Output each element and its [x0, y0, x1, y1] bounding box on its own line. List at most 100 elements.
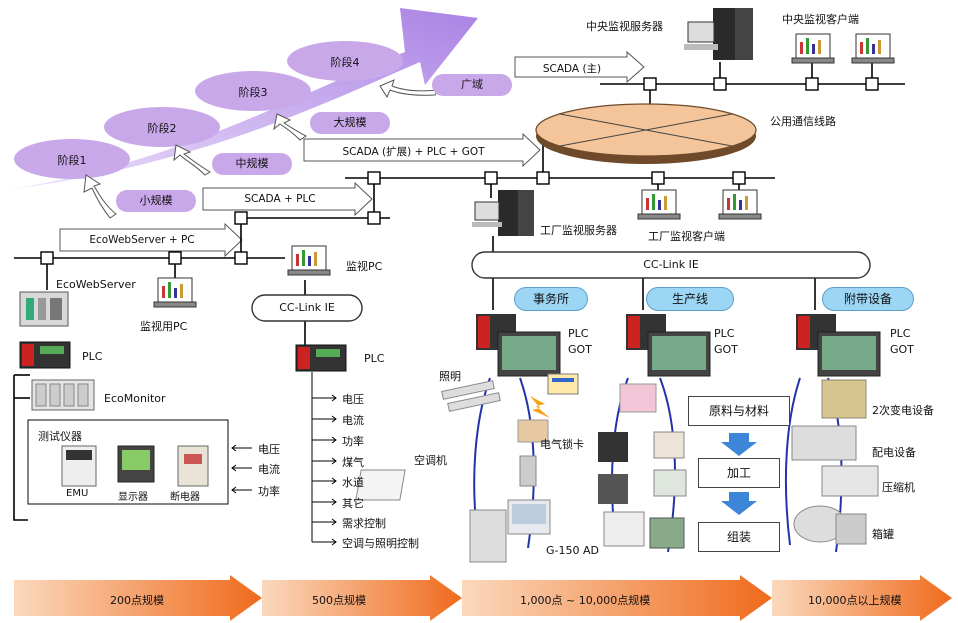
middle-input-3: 煤气	[342, 456, 364, 469]
g150-controller-icon	[469, 499, 551, 563]
proto-arrow-scada-ext	[303, 132, 541, 168]
lock-device-icon	[517, 419, 549, 487]
factory-client-label: 工厂监视客户端	[648, 230, 725, 243]
plc-got-aux	[796, 314, 881, 377]
tag-aux-equipment: 附带设备	[822, 287, 914, 311]
cclink-middle-label: CC-Link IE	[279, 301, 335, 314]
office-got-label: GOT	[568, 343, 592, 356]
middle-input-2: 功率	[342, 435, 364, 448]
aux-plc-label: PLC	[890, 327, 911, 340]
display-label: 显示器	[118, 492, 148, 503]
laptop-factory-1	[637, 189, 681, 220]
plc-got-office	[476, 314, 561, 377]
lighting-icon	[441, 380, 501, 412]
middle-input-5: 其它	[342, 497, 364, 510]
left-input-voltage: 电压	[258, 443, 280, 456]
scale-arrow-2	[262, 575, 462, 621]
stage-2-label: 阶段2	[147, 122, 177, 135]
aux-devices	[791, 379, 879, 545]
flow-arrow-1	[721, 433, 757, 456]
stage-1-cloud	[14, 139, 130, 179]
flow-assembly: 组装	[698, 522, 780, 552]
ecowebserver-label: EcoWebServer	[56, 278, 136, 291]
proto-arrow-scada-plc	[202, 181, 373, 217]
stage-4-cloud	[287, 41, 403, 81]
ac-unit-icon	[355, 469, 406, 501]
aux-item-distribution: 配电设备	[872, 446, 916, 459]
scale-arrow-3	[462, 575, 772, 621]
office-item-ac: 空调机	[414, 454, 447, 467]
proto-scada-main: SCADA (主)	[542, 63, 602, 75]
display-device	[117, 445, 155, 483]
left-input-power: 功率	[258, 485, 280, 498]
flow-arrow-2	[721, 492, 757, 515]
factory-server	[472, 190, 534, 236]
stage-4-label: 阶段4	[330, 56, 360, 69]
proto-arrow-scada-main	[514, 50, 645, 84]
proto-scada-plc: SCADA + PLC	[244, 193, 316, 205]
flow-materials: 原料与材料	[688, 396, 790, 426]
plc-left-label: PLC	[82, 350, 103, 363]
central-client-label: 中央监视客户端	[782, 13, 859, 26]
scale-arrow-4	[772, 575, 952, 621]
pill-small-scale: 小规模	[116, 190, 196, 212]
stage-1-label: 阶段1	[57, 154, 87, 167]
aux-item-substation: 2次变电设备	[872, 404, 934, 417]
aux-item-tank: 箱罐	[872, 528, 894, 541]
plc-middle-label: PLC	[364, 352, 385, 365]
middle-input-0: 电压	[342, 393, 364, 406]
card-reader-icon	[530, 373, 579, 418]
scale-1000-10000: 1,000点 ~ 10,000点规模	[520, 594, 651, 607]
tag-office: 事务所	[514, 287, 588, 311]
laptop-central-2	[851, 33, 895, 64]
middle-input-4: 水道	[342, 476, 364, 489]
stage-2-cloud	[104, 107, 220, 147]
laptop-factory-2	[718, 189, 762, 220]
office-item-lighting: 照明	[439, 370, 461, 383]
central-server	[684, 8, 753, 60]
flow-processing: 加工	[698, 458, 780, 488]
public-line-label: 公用通信线路	[770, 115, 836, 128]
production-devices	[598, 383, 687, 549]
middle-input-7: 空调与照明控制	[342, 537, 419, 550]
proto-scada-ext: SCADA (扩展) + PLC + GOT	[342, 146, 485, 158]
emu-label: EMU	[66, 488, 89, 499]
breaker-device	[177, 445, 209, 487]
office-item-g150: G-150 AD	[546, 544, 599, 557]
aux-got-label: GOT	[890, 343, 914, 356]
scale-200: 200点规模	[110, 594, 164, 607]
plc-left	[19, 341, 71, 369]
cclink-bus-middle	[251, 294, 363, 322]
left-input-current: 电流	[258, 463, 280, 476]
stage-3-cloud	[195, 71, 311, 111]
scale-10000-plus: 10,000点以上规模	[808, 594, 902, 607]
tag-production-line: 生产线	[646, 287, 734, 311]
middle-input-1: 电流	[342, 414, 364, 427]
line-plc-label: PLC	[714, 327, 735, 340]
laptop-monitor-pc-left	[153, 277, 197, 308]
pill-wide-area: 广域	[432, 74, 512, 96]
cclink-right-label: CC-Link IE	[643, 258, 699, 271]
line-got-label: GOT	[714, 343, 738, 356]
office-plc-label: PLC	[568, 327, 589, 340]
office-item-card-lock: 电气锁卡	[540, 438, 584, 451]
breaker-label: 断电器	[170, 492, 200, 503]
pill-large-scale: 大规模	[310, 112, 390, 134]
ecomonitor-label: EcoMonitor	[104, 392, 166, 405]
instruments-title: 测试仪器	[38, 430, 82, 443]
proto-ecowebserver-pc: EcoWebServer + PC	[89, 234, 195, 246]
emu-device	[61, 445, 97, 487]
plc-got-line	[626, 314, 711, 377]
aux-item-compressor: 压缩机	[882, 481, 915, 494]
ecomonitor-device	[31, 379, 95, 411]
scale-arrow-1	[14, 575, 262, 621]
pill-medium-scale: 中规模	[212, 153, 292, 175]
cclink-bus-right	[471, 251, 871, 279]
central-server-label: 中央监视服务器	[586, 20, 663, 33]
laptop-central-1	[791, 33, 835, 64]
plc-middle	[295, 344, 347, 372]
stage-3-label: 阶段3	[238, 86, 268, 99]
factory-server-label: 工厂监视服务器	[540, 224, 617, 237]
ecowebserver-device	[19, 291, 69, 327]
monitor-pc-middle-label: 监视PC	[346, 260, 383, 273]
